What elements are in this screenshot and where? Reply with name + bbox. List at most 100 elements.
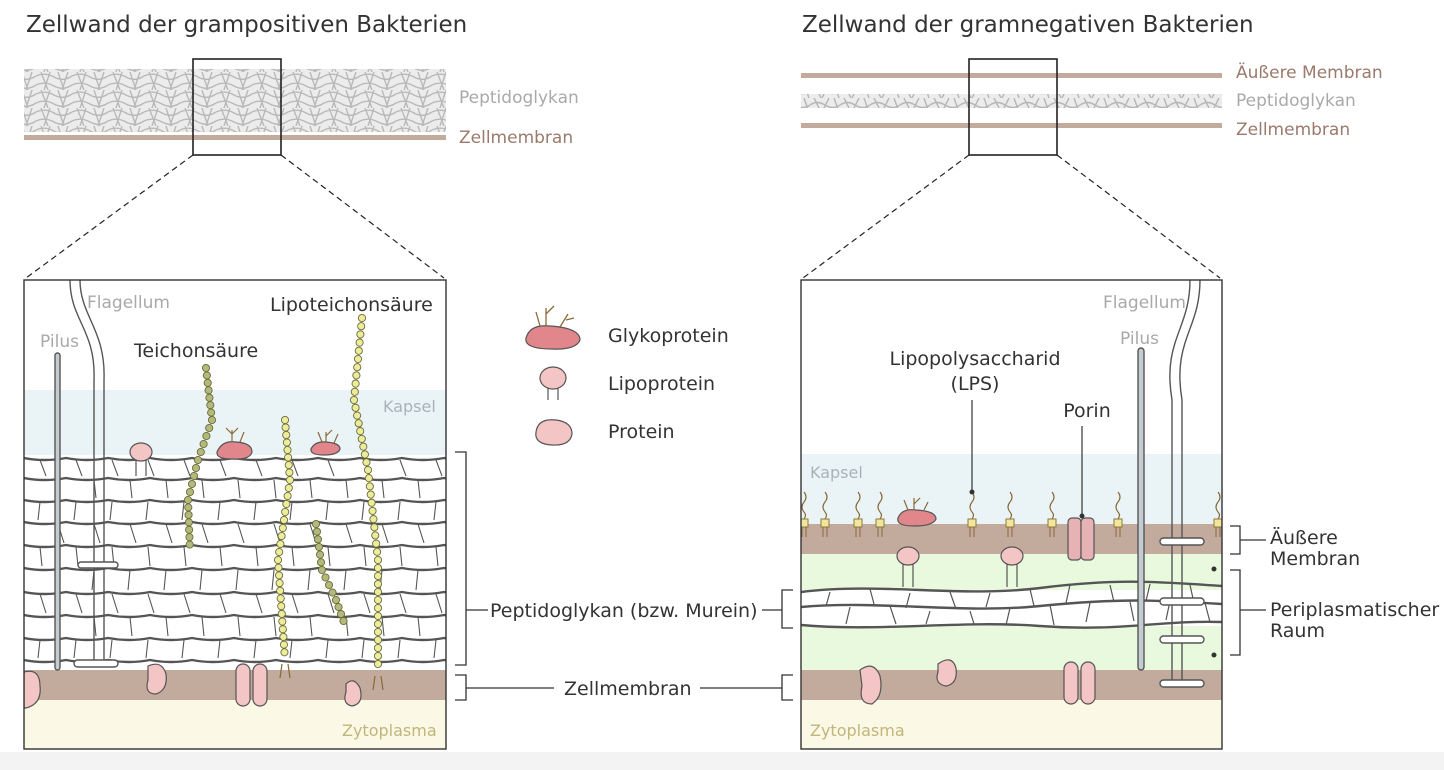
left-lipoprotein	[129, 442, 153, 476]
right-zoom-box	[968, 58, 1058, 156]
lps-head	[1113, 518, 1123, 528]
lipoteichoic-bead	[284, 453, 293, 462]
lipoteichoic-bead	[373, 563, 383, 573]
teichoic-bead	[205, 423, 214, 433]
peptidoglycan-crosslink	[255, 459, 263, 477]
left-membrane-bracket	[455, 674, 467, 701]
lipoteichoic-bead	[277, 602, 286, 611]
left-membrane-protein-4	[344, 680, 362, 707]
teichoic-bead	[316, 558, 326, 567]
peptidoglycan-crosslink	[417, 616, 421, 637]
lipoteichoic-bead	[370, 523, 379, 532]
peptidoglycan-crosslink	[325, 501, 329, 521]
legend-glycoprotein-icon	[525, 305, 581, 350]
peptidoglycan-crosslink	[237, 479, 241, 499]
left-lipoteichoic-label: Lipoteichonsäure	[270, 294, 433, 316]
right-lipoprotein-1	[896, 546, 920, 587]
peptidoglycan-crosslink	[237, 616, 241, 637]
lipoteichoic-bead	[279, 632, 288, 641]
right-detail-panel: Flagellum Pilus Lipopolysaccharid (LPS) …	[801, 280, 1222, 749]
legend: Glykoprotein Lipoprotein Protein	[525, 305, 729, 446]
teichoic-bead	[185, 540, 194, 549]
lipid-anchor	[372, 675, 384, 691]
right-overview-outer-membrane-label: Äußere Membran	[1236, 62, 1383, 83]
periplasm-dot-top	[1211, 566, 1217, 572]
lipoteichoic-bead	[350, 387, 359, 396]
left-membrane-protein-2	[146, 663, 167, 695]
lipoteichoic-bead	[349, 395, 359, 405]
peptidoglycan-crosslink	[145, 639, 149, 659]
peptidoglycan-crosslink	[217, 501, 221, 521]
right-flagellum	[1159, 280, 1205, 688]
legend-lipoprotein-icon	[539, 366, 567, 400]
right-lps-label-line1: Lipopolysaccharid	[889, 348, 1060, 370]
left-pilus-label: Pilus	[40, 332, 79, 352]
peptidoglycan-crosslink	[39, 459, 47, 477]
right-pilus	[1137, 347, 1145, 671]
peptidoglycan-crosslink	[147, 593, 155, 614]
peptidoglycan-crosslink	[381, 479, 385, 499]
peptidoglycan-crosslink	[109, 639, 113, 659]
teichoic-bead	[207, 408, 216, 417]
lps-head	[820, 518, 830, 528]
right-overview-peptidoglycan	[801, 94, 1222, 108]
lipoteichoic-bead	[357, 313, 367, 323]
peptidoglycan-crosslink	[361, 501, 365, 521]
peptidoglycan-crosslink	[73, 639, 77, 659]
lipoteichoic-bead	[357, 322, 366, 331]
lps-sugar-chain	[877, 491, 883, 520]
lps-lipid-tail	[801, 527, 807, 537]
lipoteichoic-bead	[276, 594, 285, 603]
right-panel-frame	[800, 279, 1223, 750]
peptidoglycan-crosslink	[237, 523, 245, 544]
peptidoglycan-crosslink	[361, 639, 365, 659]
teichoic-bead	[199, 439, 208, 449]
peptidoglycan-crosslink	[291, 593, 299, 614]
teichoic-bead	[184, 518, 193, 527]
right-flagellum-label: Flagellum	[1103, 293, 1186, 313]
teichoic-bead	[313, 535, 323, 544]
lipoteichoic-bead	[280, 648, 289, 657]
lipoteichoic-bead	[373, 627, 383, 637]
lipoteichoic-bead	[285, 475, 295, 485]
lipoteichoic-bead	[282, 438, 291, 447]
right-zoom-line-left	[802, 154, 970, 279]
teichoic-bead	[331, 595, 341, 605]
teichoic-bead	[314, 542, 324, 552]
lps-head	[853, 518, 863, 528]
teichoic-bead	[184, 510, 193, 519]
lps-lipid-tail	[822, 527, 828, 537]
lipoteichoic-bead	[283, 491, 292, 501]
peptidoglycan-crosslink	[111, 593, 119, 614]
teichoic-bead	[324, 580, 334, 590]
peptidoglycan-crosslink	[309, 479, 313, 499]
left-detail-panel: Flagellum Pilus Teichonsäure Lipoteichon…	[24, 280, 446, 749]
lipoteichoic-bead	[275, 571, 284, 580]
left-teichoic-label: Teichonsäure	[133, 340, 258, 362]
teichoic-bead	[184, 503, 193, 512]
peptidoglycan-crosslink	[435, 593, 443, 614]
peptidoglycan-crosslink	[363, 546, 367, 567]
lipoteichoic-bead	[354, 419, 363, 428]
left-overview-membrane-label: Zellmembran	[459, 128, 573, 148]
legend-protein-icon	[535, 419, 573, 446]
lipoteichoic-bead	[276, 539, 285, 549]
peptidoglycan-crosslink	[109, 501, 113, 521]
peptidoglycan-crosslink	[147, 459, 155, 477]
teichoic-bead	[336, 609, 346, 619]
peptidoglycan-crosslink	[201, 479, 205, 499]
lps-lipid-tail	[1007, 527, 1013, 537]
periplasm-dot-bottom	[1211, 652, 1217, 658]
teichoic-bead	[203, 378, 212, 387]
peptidoglycan-crosslink	[217, 639, 221, 659]
peptidoglycan-crosslink	[201, 523, 209, 544]
peptidoglycan-crosslink	[199, 569, 203, 591]
lps-sugar-chain	[1115, 491, 1121, 520]
peptidoglycan-crosslink	[399, 593, 407, 614]
peptidoglycan-crosslink	[127, 569, 131, 591]
teichoic-bead	[185, 487, 195, 497]
left-glycoprotein-2	[310, 429, 341, 456]
peptidoglycan-crosslink	[145, 501, 149, 521]
lipoteichoic-bead	[373, 643, 383, 653]
